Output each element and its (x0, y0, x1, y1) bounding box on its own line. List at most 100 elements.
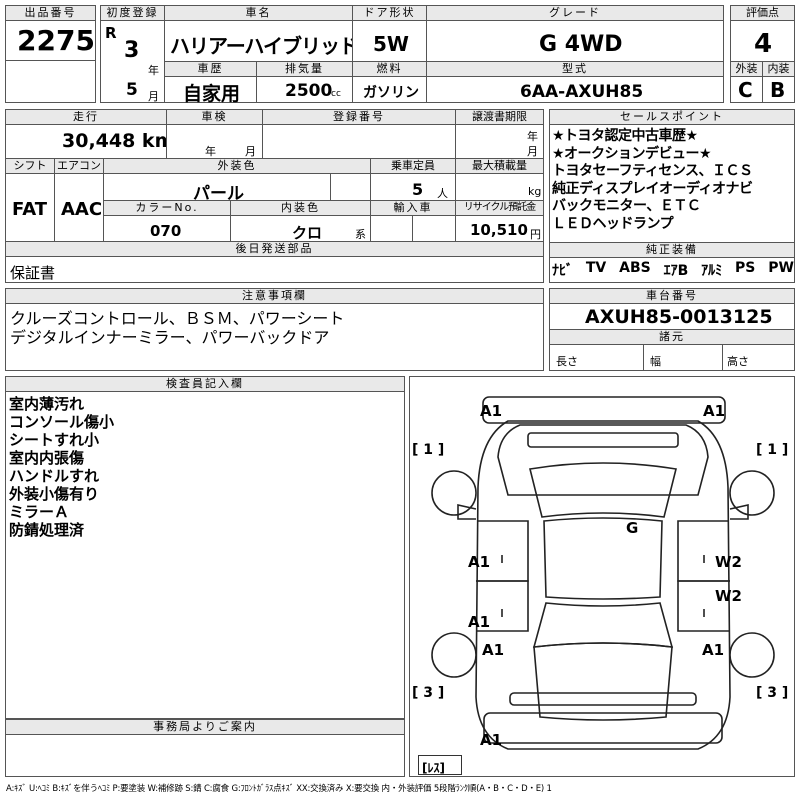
score: 4 (754, 29, 773, 59)
selling-point: ★トヨタ認定中古車歴★ (552, 128, 698, 144)
body-outline-shape (475, 420, 731, 750)
equipment-label: 純正装備 (549, 242, 795, 258)
inspector-line: シートすれ小 (9, 431, 100, 449)
selling-point: ★オークションデビュー★ (552, 145, 712, 162)
mark-glass: G (626, 519, 638, 537)
wheel-front-right-shape (729, 470, 775, 516)
chassis-label: 車台番号 (549, 288, 795, 304)
selling-point: トヨタセーフティセンス、ＩＣＳ (552, 163, 753, 179)
rear-plate-shape (483, 712, 723, 744)
equipment-item: ｱﾙﾐ (701, 263, 723, 279)
history-label: 車歴 (164, 61, 257, 77)
door-right-front-shape (677, 520, 730, 582)
capacity-label: 乗車定員 (370, 158, 456, 174)
front-bumper-shape (482, 396, 726, 424)
inspector-line: 室内薄汚れ (9, 395, 85, 413)
selling-points-list: ★トヨタ認定中古車歴★ ★オークションデビュー★ トヨタセーフティセンス、ＩＣＳ… (552, 128, 753, 233)
registration-year: 3 (124, 38, 140, 63)
inspector-cell (5, 376, 405, 719)
transfer-year-unit: 年 (527, 130, 538, 143)
mark-door-rear-right: W2 (715, 587, 742, 605)
interior-color-label: 内装色 (230, 200, 371, 216)
transfer-month-unit: 月 (527, 145, 538, 158)
score-label: 評価点 (730, 5, 795, 21)
office-label: 事務局よりご案内 (5, 719, 405, 735)
hood-vent-shape (527, 432, 679, 448)
mileage-label: 走行 (5, 109, 167, 125)
first-registration-label: 初度登録 (100, 5, 165, 21)
aircon-label: エアコン (54, 158, 104, 174)
selling-point: 純正ディスプレイオーディオナビ (552, 180, 753, 197)
wheel-rear-left-shape (431, 632, 477, 678)
car-name-label: 車名 (164, 5, 353, 21)
rear-bumper-shape (509, 692, 697, 706)
door-right-rear-shape (677, 580, 730, 632)
inspection-label: 車検 (166, 109, 263, 125)
dims-divider-1 (643, 345, 644, 371)
mark-door-rear-left: A1 (468, 613, 490, 631)
chassis-number: AXUH85-0013125 (585, 306, 773, 328)
mark-front-left: A1 (480, 402, 502, 420)
max-load-unit: kg (528, 185, 542, 198)
door-left-rear-shape (476, 580, 529, 632)
dims-divider-2 (722, 345, 723, 371)
damage-diagram: A1 A1 [ 1 ] [ 1 ] G A1 A1 W2 W2 A1 A1 [ … (409, 376, 795, 777)
mirror-right-shape (729, 504, 749, 520)
windshield-shape (529, 462, 677, 518)
shift-label: シフト (5, 158, 55, 174)
mark-rear-bumper: A1 (480, 731, 502, 749)
inspector-line: 室内内張傷 (9, 449, 85, 467)
equipment-list: ﾅﾋﾞ TV ABS ｴｱB ｱﾙﾐ PS PW (552, 260, 794, 280)
equipment-item: ｴｱB (663, 263, 689, 279)
mark-tire-rear-left: [ 3 ] (412, 685, 444, 701)
selling-point: ＬＥＤヘッドランプ (552, 215, 674, 232)
displacement: 2500 (285, 81, 333, 101)
roof-shape (543, 517, 663, 600)
mark-front-right: A1 (703, 402, 725, 420)
legend: A:ｷｽﾞ U:ﾍｺﾐ B:ｷｽﾞを伴うﾍｺﾐ P:要塗装 W:補修跡 S:錆 … (6, 784, 552, 794)
dims-label: 諸元 (549, 329, 795, 345)
doors: 5W (373, 32, 409, 56)
mark-door-front-left: A1 (468, 553, 490, 571)
mark-tire-rear-right: [ 3 ] (756, 685, 788, 701)
inspector-line: ミラーＡ (9, 503, 70, 521)
capacity-unit: 人 (437, 187, 448, 200)
year-unit: 年 (148, 64, 159, 77)
exterior-grade-label: 外装 (730, 61, 763, 77)
era-mark: R (105, 24, 117, 42)
model-label: 型式 (426, 61, 724, 77)
mark-tire-front-right: [ 1 ] (756, 442, 788, 458)
selling-point: バックモニター、ＥＴＣ (552, 198, 701, 214)
later-parts: 保証書 (10, 264, 56, 282)
mark-door-front-right: W2 (715, 553, 742, 571)
capacity: 5 (412, 180, 424, 199)
spare-box (418, 755, 462, 775)
color-number: 070 (150, 222, 182, 240)
transfer-deadline-label: 譲渡書期限 (455, 109, 544, 125)
inspection-year-unit: 年 (205, 145, 216, 158)
mark-rear-wheel-right: A1 (702, 641, 724, 659)
inspector-line: ハンドルすれ (9, 467, 100, 485)
import-label: 輸入車 (370, 200, 456, 216)
equipment-item: PW (768, 260, 794, 276)
height-label: 高さ (727, 355, 749, 368)
lot-number-label: 出品番号 (5, 5, 96, 21)
import-divider (412, 216, 413, 242)
displacement-label: 排気量 (256, 61, 353, 77)
later-parts-label: 後日発送部品 (5, 241, 544, 257)
first-registration-cell (100, 5, 165, 103)
grade: G 4WD (539, 32, 623, 57)
interior-color: クロ (292, 224, 323, 242)
equipment-item: ﾅﾋﾞ (552, 263, 573, 279)
note-line: クルーズコントロール、ＢＳＭ、パワーシート (10, 309, 345, 328)
grade-label: グレード (426, 5, 724, 21)
car-diagram-svg: A1 A1 [ 1 ] [ 1 ] G A1 A1 W2 W2 A1 A1 [ … (412, 396, 788, 775)
equipment-item: TV (585, 260, 607, 276)
notes-label: 注意事項欄 (5, 288, 544, 304)
interior-grade-label: 内装 (762, 61, 795, 77)
interior-grade: B (770, 78, 786, 102)
inspector-list: 室内薄汚れ コンソール傷小 シートすれ小 室内内張傷 ハンドルすれ 外装小傷有り… (9, 395, 114, 539)
model: 6AA-AXUH85 (520, 82, 644, 102)
inspector-label: 検査員記入欄 (5, 376, 405, 392)
rear-hatch-shape (533, 642, 673, 721)
